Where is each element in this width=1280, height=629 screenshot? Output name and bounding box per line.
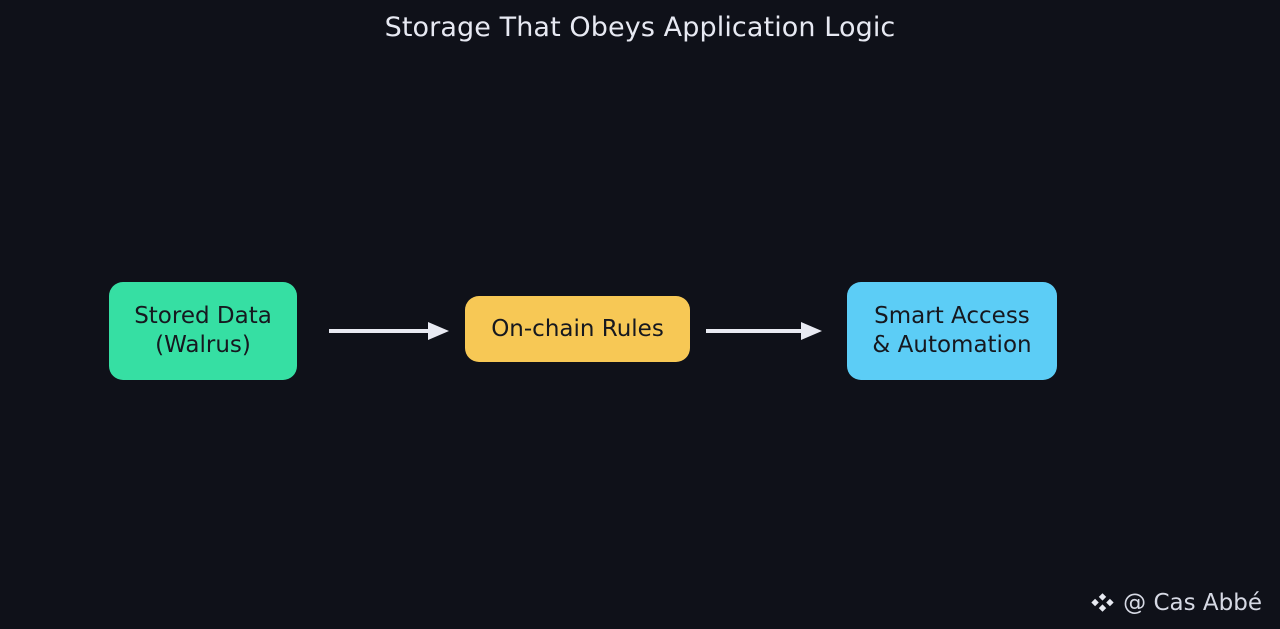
flow-node-smart-access[interactable]: Smart Access & Automation	[847, 282, 1057, 380]
page-title: Storage That Obeys Application Logic	[384, 12, 896, 43]
binance-diamond-logo-icon	[1089, 589, 1116, 616]
watermark-handle: @ Cas Abbé	[1123, 589, 1262, 616]
flow-arrow-onchain-rules-to-smart-access	[705, 318, 823, 344]
watermark: @ Cas Abbé	[1089, 589, 1262, 616]
flow-arrow-stored-data-to-onchain-rules	[328, 318, 450, 344]
flow-node-onchain-rules[interactable]: On-chain Rules	[465, 296, 690, 362]
flow-node-stored-data[interactable]: Stored Data (Walrus)	[109, 282, 297, 380]
